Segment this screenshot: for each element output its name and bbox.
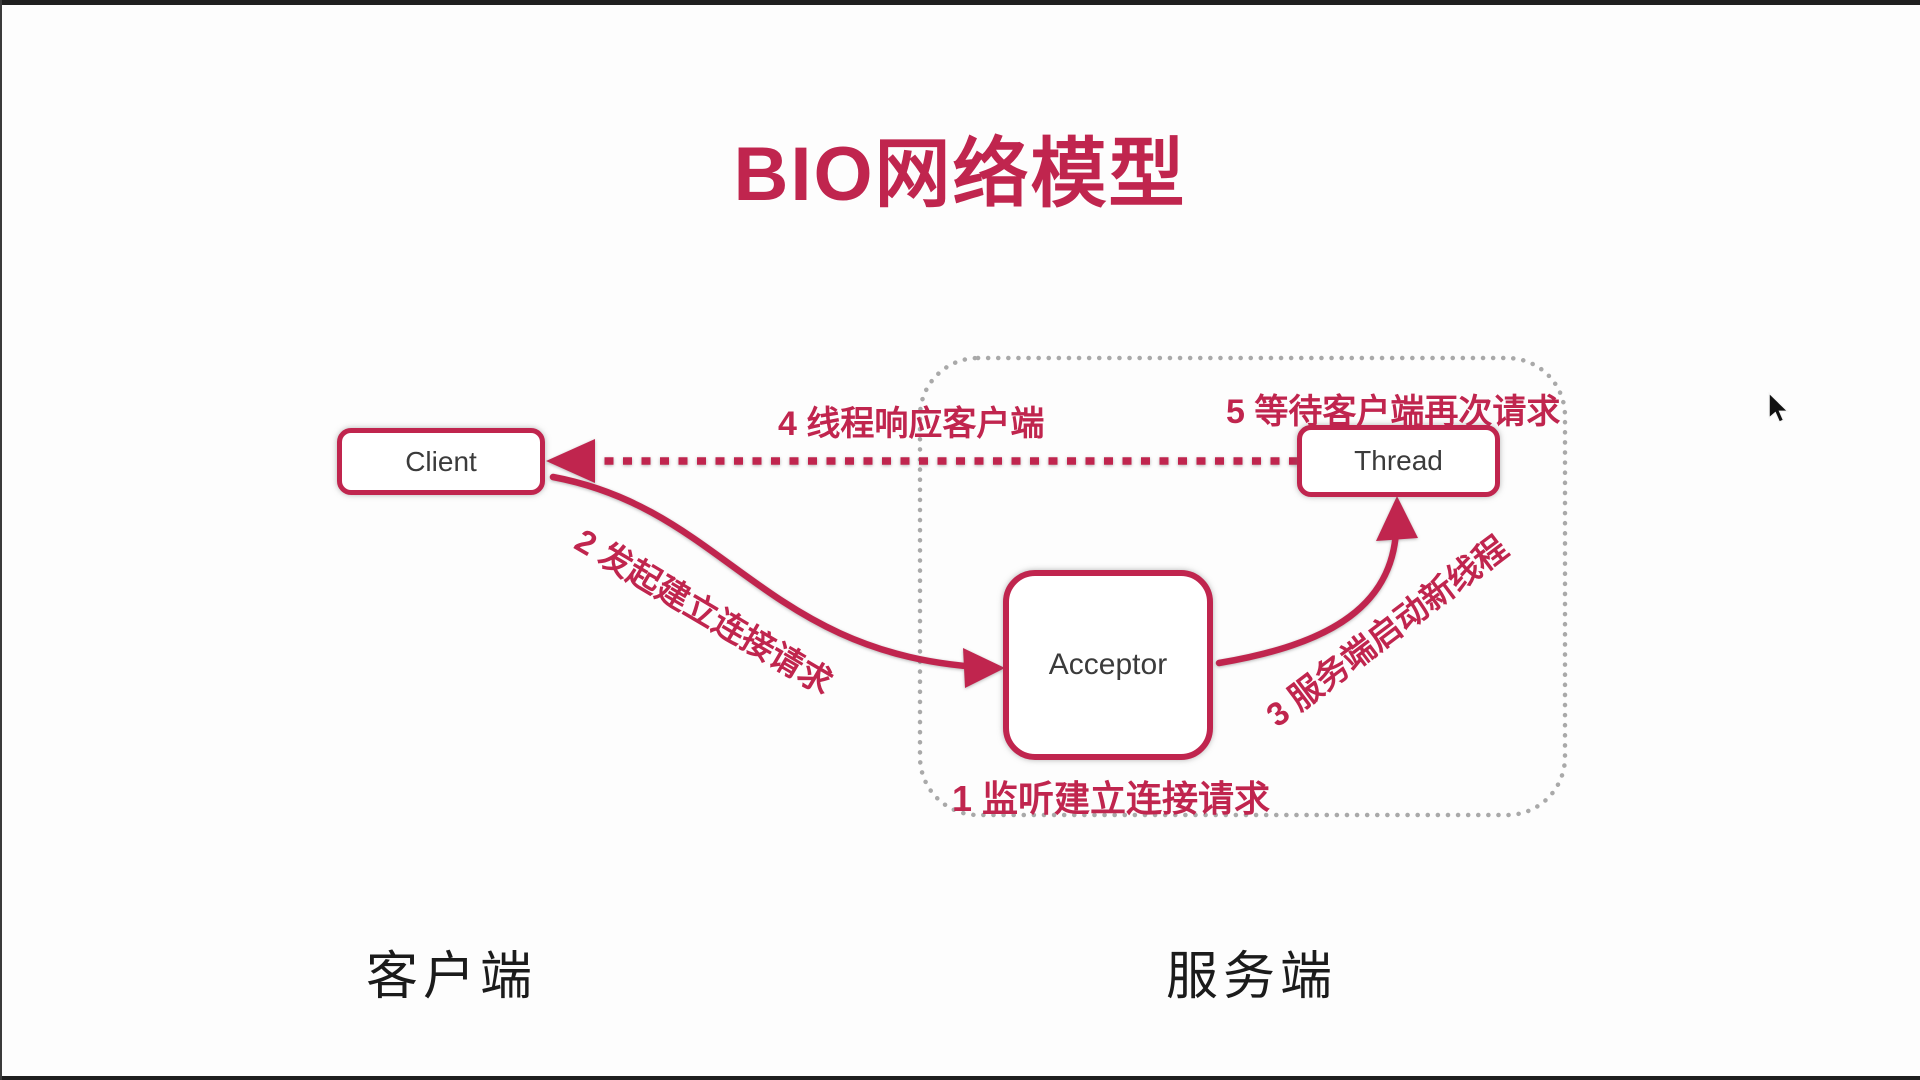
letterbox-top	[0, 0, 1920, 5]
server-zone-label: 服务端	[1166, 948, 1338, 1006]
step-5-label: 5 等待客户端再次请求	[1226, 393, 1561, 431]
acceptor-to-thread-arrow	[1215, 496, 1418, 667]
client-node-label: Client	[405, 445, 477, 477]
thread-node-label: Thread	[1354, 445, 1443, 476]
client-to-acceptor-arrow	[549, 473, 1005, 688]
step-4-label: 4 线程响应客户端	[778, 405, 1045, 443]
server-boundary	[917, 355, 1568, 818]
step-1-label: 1 监听建立连接请求	[952, 778, 1271, 819]
thread-to-client-dotted-arrow	[546, 439, 1298, 483]
slide-title: BIO网络模型	[733, 132, 1187, 217]
mouse-pointer-icon	[1768, 392, 1790, 423]
client-node: Client	[337, 428, 545, 495]
thread-node: Thread	[1297, 425, 1500, 497]
arrowhead-left-icon	[546, 439, 595, 483]
arrowhead-up-icon	[1376, 496, 1418, 541]
arrowhead-right-icon	[963, 648, 1005, 688]
acceptor-node-label: Acceptor	[1048, 648, 1168, 681]
letterbox-left	[0, 0, 2, 1080]
acceptor-node: Acceptor	[1003, 570, 1213, 760]
letterbox-bottom	[0, 1076, 1920, 1080]
client-zone-label: 客户端	[366, 948, 538, 1006]
